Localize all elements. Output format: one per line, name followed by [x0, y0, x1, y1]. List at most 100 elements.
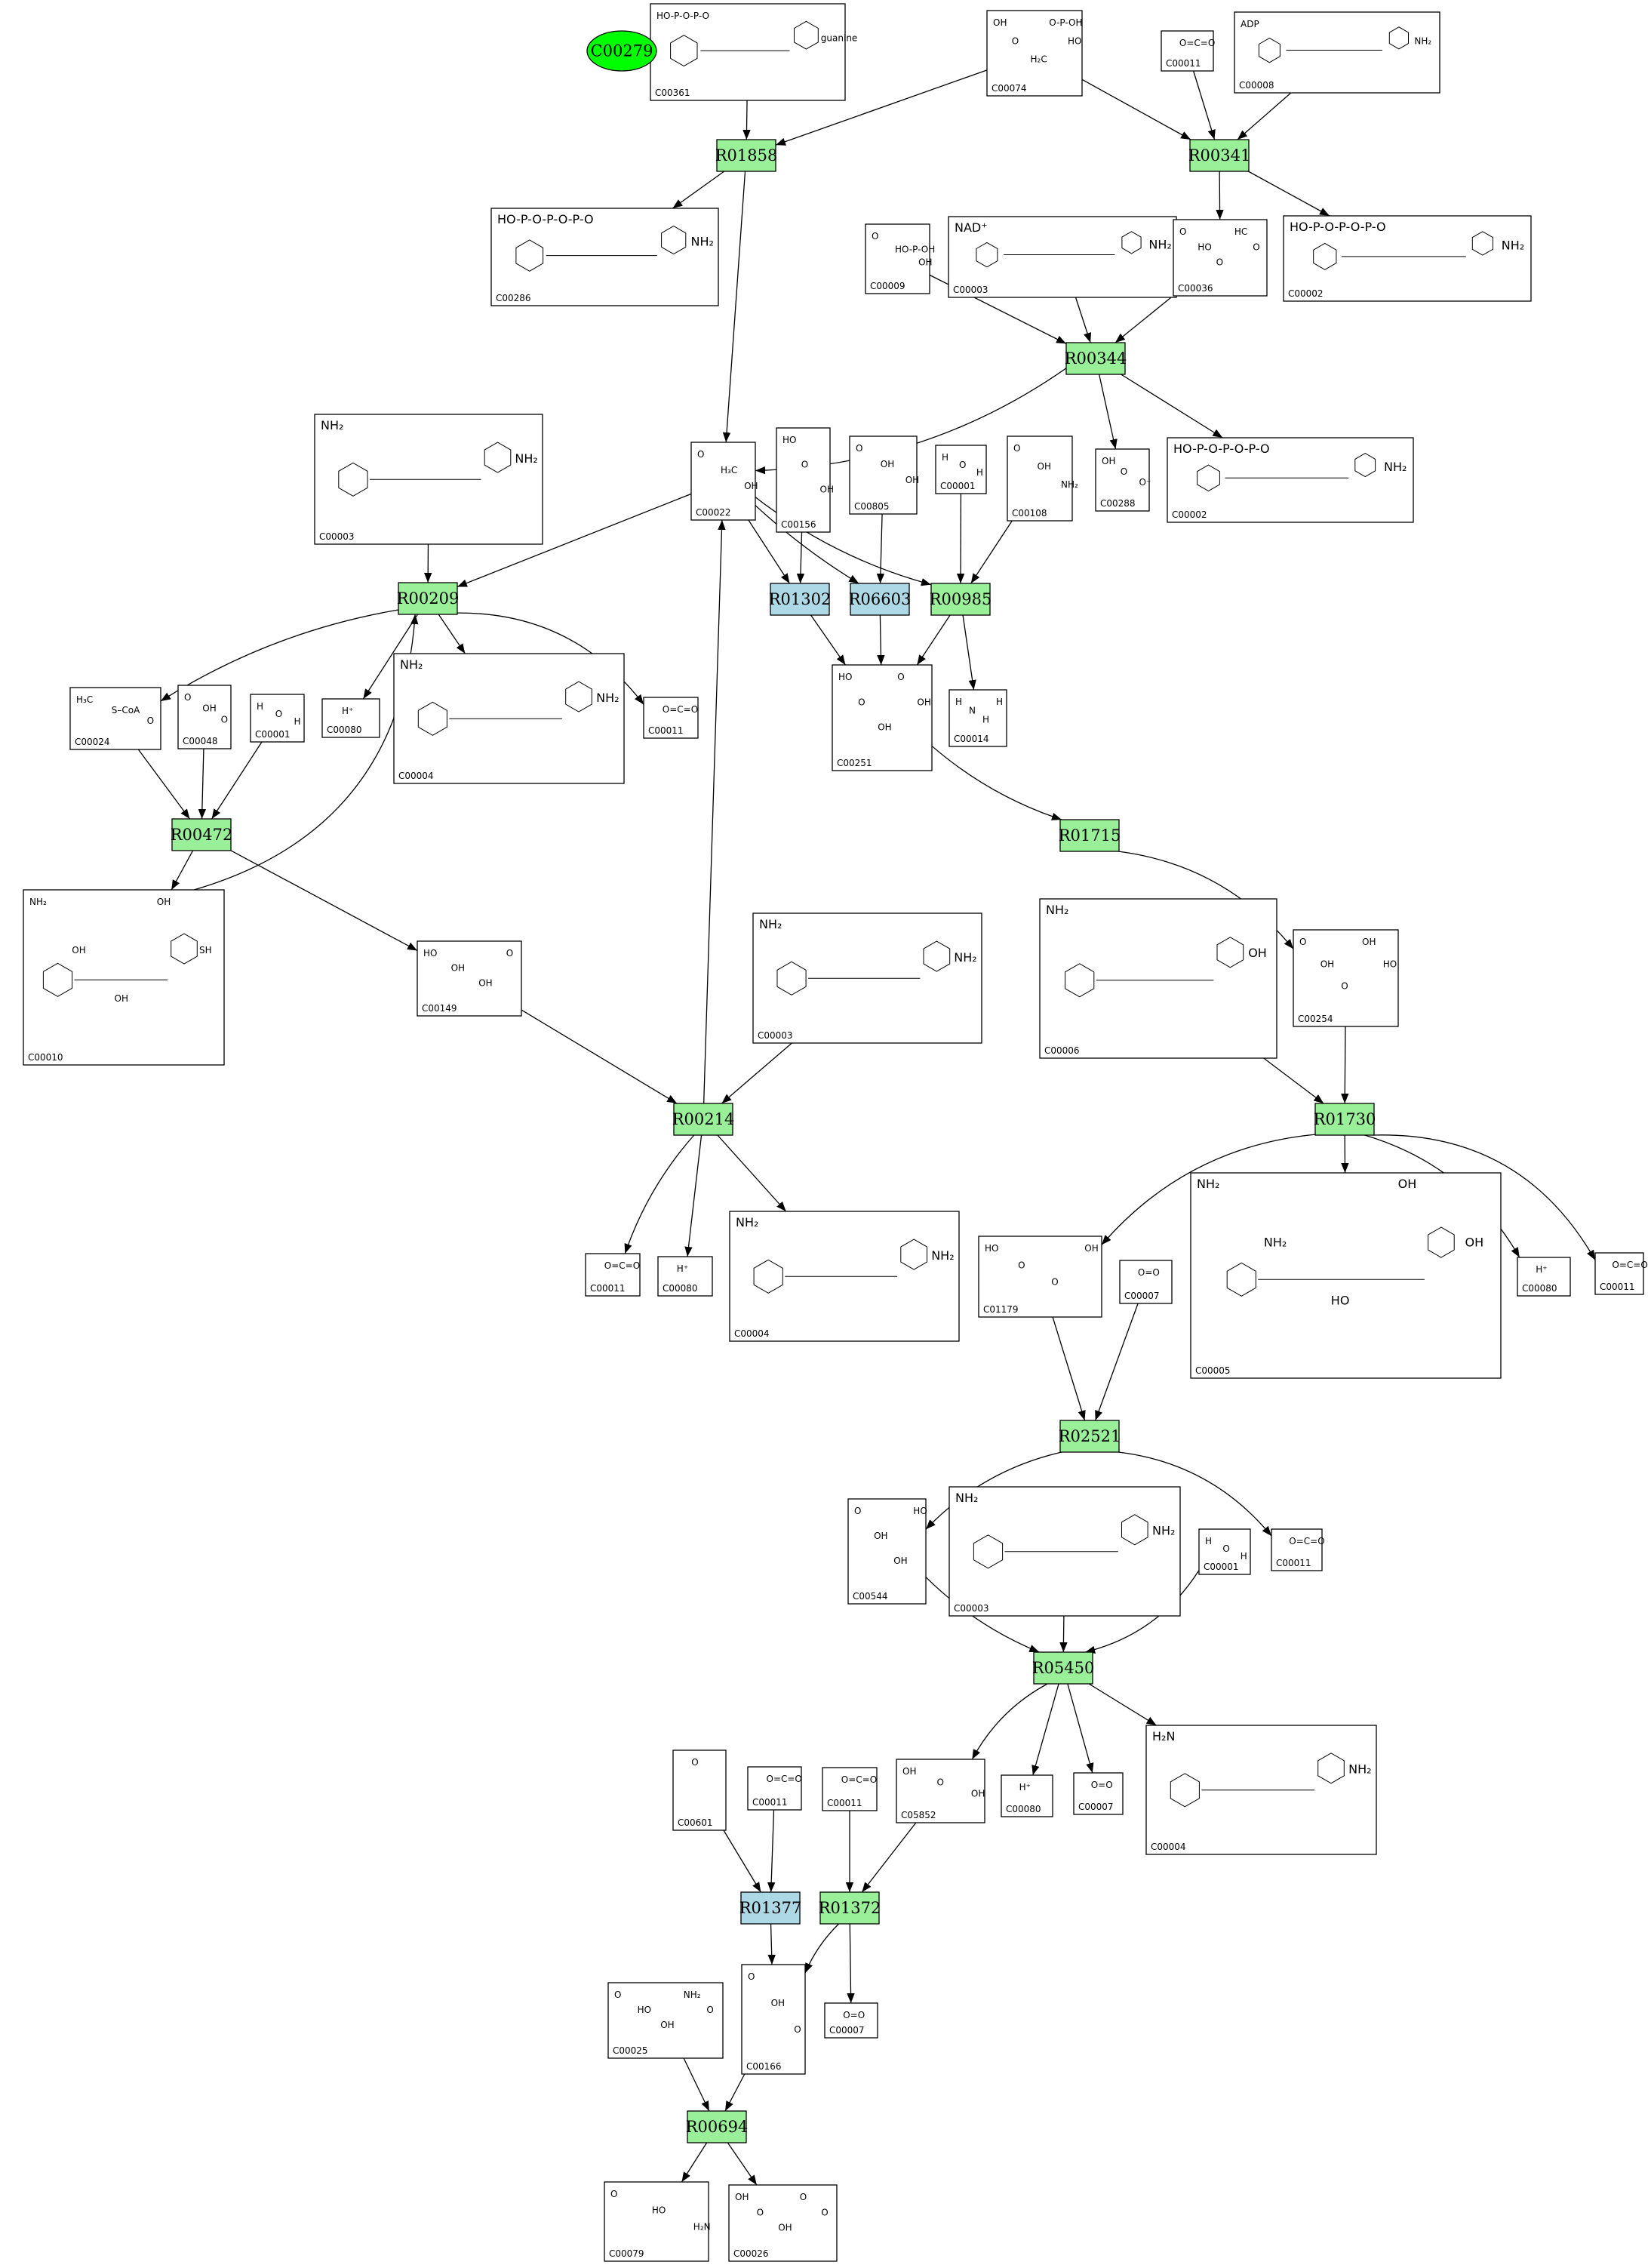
ring-icon	[565, 681, 592, 712]
compound-c00080b[interactable]: H⁺C00080	[657, 1256, 713, 1297]
compound-id-label: C00001	[940, 481, 976, 491]
compound-id-label: C00025	[613, 2045, 648, 2056]
edge-c00025-R00694	[683, 2057, 710, 2112]
atom-label: O=O	[843, 2010, 865, 2020]
reaction-R00694[interactable]: R00694	[686, 2110, 749, 2143]
reaction-R01730[interactable]: R01730	[1314, 1103, 1376, 1136]
atom-label: H	[1241, 1551, 1247, 1562]
compound-box	[978, 1236, 1102, 1318]
compound-id-label: C00010	[28, 1052, 63, 1063]
compound-c00080c[interactable]: H⁺C00080	[1517, 1257, 1571, 1297]
edge-c00011f-R01377	[767, 1809, 776, 1893]
reaction-R01302[interactable]: R01302	[769, 583, 832, 616]
atom-label: NH₂	[29, 897, 47, 907]
compound-c00080d[interactable]: H⁺C00080	[1001, 1774, 1053, 1817]
compound-c00080a[interactable]: H⁺C00080	[321, 698, 380, 738]
atom-label: NH₂	[1061, 479, 1078, 490]
reaction-R02521[interactable]: R02521	[1059, 1420, 1121, 1453]
highlight-compound[interactable]: C00279	[586, 30, 657, 72]
reaction-R01715[interactable]: R01715	[1059, 819, 1121, 852]
reaction-R00344[interactable]: R00344	[1065, 342, 1127, 375]
edges	[137, 69, 1596, 2186]
compound-box	[1173, 219, 1268, 297]
atom-label: NH₂	[691, 235, 714, 249]
atom-label: OH	[905, 475, 919, 485]
edge-R00209-c00024	[160, 609, 399, 702]
compound-box	[776, 427, 831, 533]
reaction-R06603[interactable]: R06603	[849, 583, 912, 616]
ring-icon	[973, 1534, 1004, 1569]
edge-c00003c-R00214	[721, 1042, 792, 1104]
reaction-R00985[interactable]: R00985	[930, 583, 992, 616]
atom-label: H₃C	[76, 694, 93, 705]
atom-label: O	[897, 672, 904, 682]
ring-icon	[1471, 231, 1493, 256]
reaction-R05450[interactable]: R05450	[1032, 1651, 1095, 1685]
atom-label: NH₂	[1502, 238, 1524, 252]
reaction-R00214[interactable]: R00214	[672, 1103, 735, 1136]
reaction-R00472[interactable]: R00472	[171, 818, 233, 851]
compound-box	[1234, 11, 1440, 94]
reaction-R01372[interactable]: R01372	[819, 1891, 881, 1925]
atom-label: OH	[820, 484, 834, 494]
atom-label: NH₂	[1264, 1235, 1287, 1249]
reaction-R00209[interactable]: R00209	[397, 582, 460, 615]
atom-label: H	[996, 697, 1003, 707]
reaction-R01377[interactable]: R01377	[739, 1891, 802, 1925]
reaction-R01858[interactable]: R01858	[715, 139, 778, 172]
reaction-R00341[interactable]: R00341	[1188, 139, 1251, 172]
compound-box	[822, 1767, 878, 1811]
atom-label: NH₂	[1046, 903, 1068, 917]
